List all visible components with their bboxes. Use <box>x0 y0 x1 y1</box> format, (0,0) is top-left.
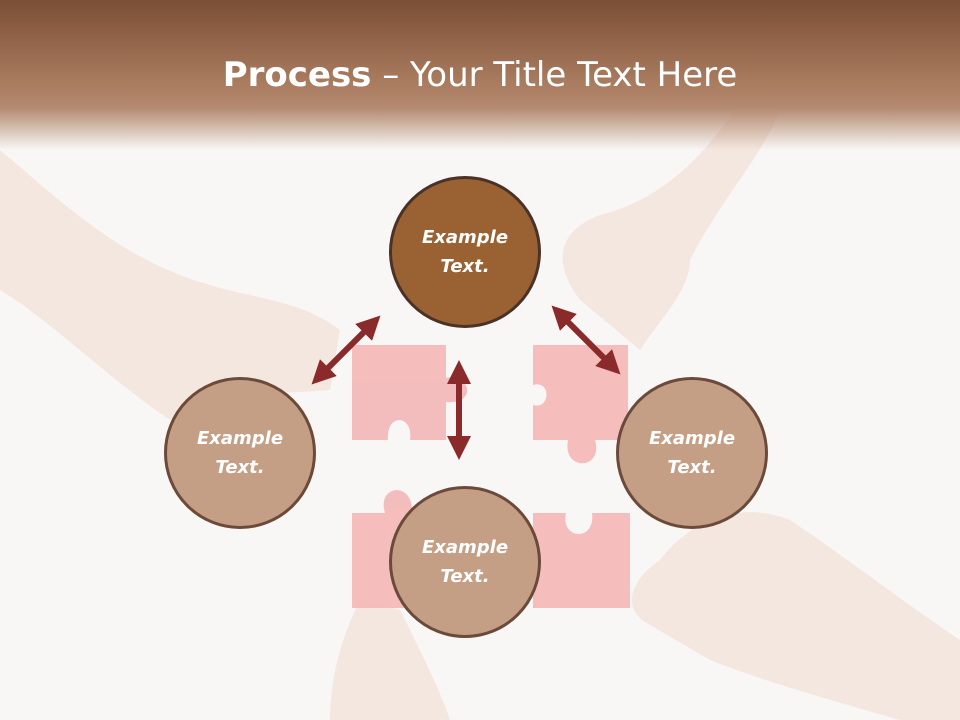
puzzle-piece-top-right <box>533 345 628 464</box>
node-right[interactable]: Example Text. <box>616 377 768 529</box>
title-bar <box>0 0 960 150</box>
puzzle-piece-bottom-right <box>533 513 630 608</box>
hand-top-left <box>0 150 340 420</box>
node-right-line1: Example <box>648 428 736 449</box>
node-top-text: Example Text. <box>400 223 530 281</box>
hand-bottom-left <box>330 600 450 720</box>
node-right-text: Example Text. <box>627 424 757 482</box>
arrow-top-left <box>311 315 381 385</box>
node-top-line1: Example <box>421 227 509 248</box>
hand-top-right <box>562 110 780 350</box>
hand-bottom-right <box>631 512 960 720</box>
node-bottom-line2: Text. <box>440 566 490 587</box>
node-bottom-text: Example Text. <box>400 533 530 591</box>
node-bottom-line1: Example <box>421 537 509 558</box>
puzzle-piece-top-left <box>352 345 468 440</box>
node-right-line2: Text. <box>667 457 717 478</box>
title-bold-part: Process <box>222 55 372 95</box>
node-left[interactable]: Example Text. <box>164 377 316 529</box>
node-top[interactable]: Example Text. <box>389 176 541 328</box>
node-left-text: Example Text. <box>175 424 305 482</box>
node-bottom[interactable]: Example Text. <box>389 486 541 638</box>
node-left-line2: Text. <box>215 457 265 478</box>
node-left-line1: Example <box>196 428 284 449</box>
arrow-top-right <box>551 305 621 375</box>
node-top-line2: Text. <box>440 256 490 277</box>
slide-title: Process – Your Title Text Here <box>0 55 960 95</box>
title-rest-part: – Your Title Text Here <box>371 55 738 95</box>
